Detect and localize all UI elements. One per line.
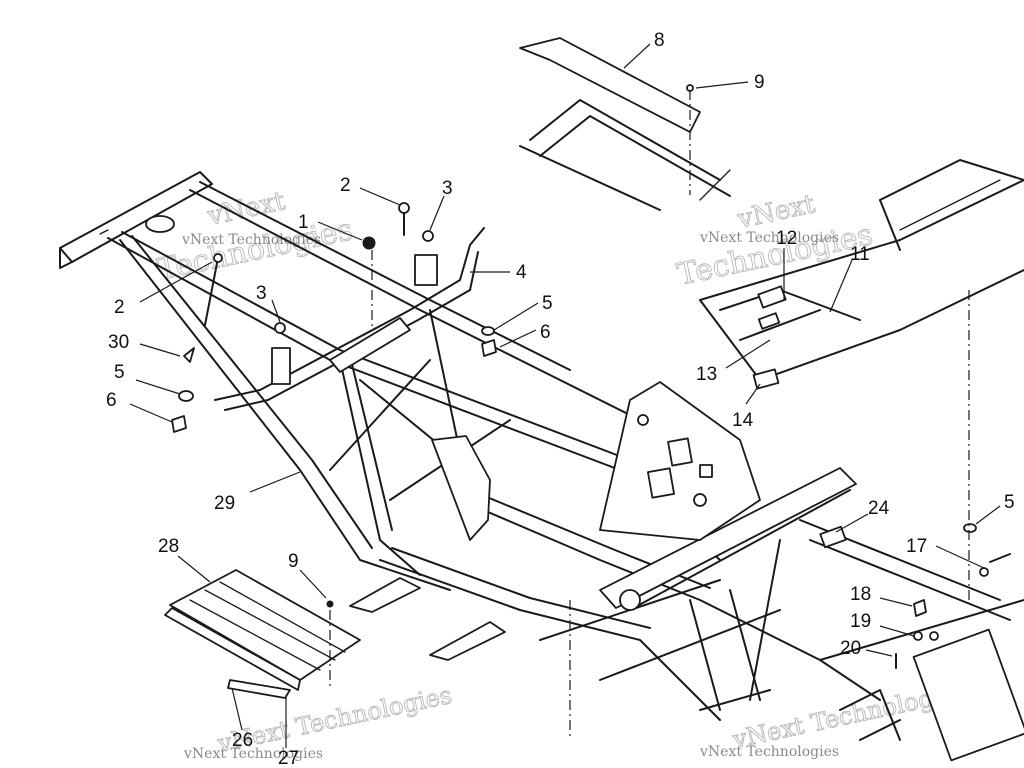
callout-9-bottom: 9 bbox=[288, 551, 299, 572]
callout-20: 20 bbox=[840, 638, 861, 659]
mount-bushing bbox=[145, 215, 175, 233]
washer-5c bbox=[963, 523, 977, 533]
foot-peg-right bbox=[429, 621, 506, 661]
screw-9b bbox=[326, 600, 334, 608]
callout-3-left: 3 bbox=[256, 283, 267, 304]
seat-pan bbox=[519, 37, 701, 133]
rear-bumper-plate bbox=[912, 628, 1024, 762]
callout-19: 19 bbox=[850, 611, 871, 632]
callout-labels: 1 2 2 3 3 4 5 5 5 6 6 8 9 9 11 12 13 14 … bbox=[106, 30, 1015, 768]
washer-19a bbox=[913, 631, 923, 641]
bumper-24 bbox=[819, 525, 847, 549]
callout-30: 30 bbox=[108, 332, 129, 353]
callout-5-right: 5 bbox=[1004, 492, 1015, 513]
callout-24: 24 bbox=[868, 498, 890, 519]
centerlines bbox=[329, 90, 970, 740]
callout-9-top: 9 bbox=[754, 72, 765, 93]
callout-5-center: 5 bbox=[542, 293, 553, 314]
rack-pad bbox=[752, 368, 780, 390]
washer-5a bbox=[178, 390, 194, 402]
callout-12: 12 bbox=[776, 228, 797, 249]
callout-5-left: 5 bbox=[114, 362, 125, 383]
steering-bracket bbox=[414, 254, 438, 286]
pad-13 bbox=[757, 312, 781, 330]
clip-30 bbox=[183, 347, 195, 363]
callout-2-top: 2 bbox=[340, 175, 351, 196]
bolt-head-1 bbox=[362, 236, 376, 250]
watermark-small-3: vNext Technologies bbox=[183, 746, 323, 762]
callout-29: 29 bbox=[214, 493, 235, 514]
callout-11: 11 bbox=[850, 244, 870, 265]
watermark-big-1a: vNext bbox=[204, 186, 288, 232]
bolt-2b bbox=[213, 253, 223, 263]
cap-3b bbox=[274, 322, 286, 334]
callout-27: 27 bbox=[278, 748, 299, 768]
callout-6-left: 6 bbox=[106, 390, 117, 411]
watermark-small-2: vNext Technologies bbox=[699, 230, 839, 246]
callout-17: 17 bbox=[906, 536, 927, 557]
steering-assembly bbox=[214, 227, 485, 411]
callout-6-center: 6 bbox=[540, 322, 551, 343]
callout-13: 13 bbox=[696, 364, 717, 385]
callout-26: 26 bbox=[232, 730, 253, 751]
cap-3a bbox=[422, 230, 434, 242]
washer-5b bbox=[481, 326, 495, 336]
main-frame bbox=[59, 171, 1024, 762]
callout-14: 14 bbox=[732, 410, 754, 431]
nut-6a bbox=[171, 415, 187, 433]
side-bracket bbox=[431, 435, 491, 541]
callout-18: 18 bbox=[850, 584, 871, 605]
leader-lines bbox=[129, 43, 1001, 748]
callout-8: 8 bbox=[654, 30, 665, 51]
nut-18 bbox=[913, 599, 927, 617]
hardware-parts bbox=[171, 84, 1011, 669]
nut-6b bbox=[481, 339, 497, 357]
top-subframe bbox=[519, 37, 731, 211]
watermark-small-4: vNext Technologies bbox=[699, 744, 839, 760]
steering-clamp bbox=[271, 347, 291, 385]
bolt-head-2 bbox=[398, 202, 410, 214]
rack-tab bbox=[757, 285, 787, 309]
washer-19b bbox=[929, 631, 939, 641]
callout-28: 28 bbox=[158, 536, 179, 557]
rear-pivot-left bbox=[619, 589, 641, 611]
callout-4: 4 bbox=[516, 262, 527, 283]
callout-3-top: 3 bbox=[442, 178, 453, 199]
watermark-small-1: vNext Technologies bbox=[181, 232, 321, 248]
foot-peg-left bbox=[349, 577, 421, 613]
rear-crossmember bbox=[599, 467, 857, 609]
callout-2-left: 2 bbox=[114, 297, 125, 318]
rear-rack bbox=[699, 159, 1024, 390]
bolt-17 bbox=[989, 553, 1011, 563]
callout-1: 1 bbox=[298, 212, 309, 233]
floorboard bbox=[164, 569, 361, 699]
